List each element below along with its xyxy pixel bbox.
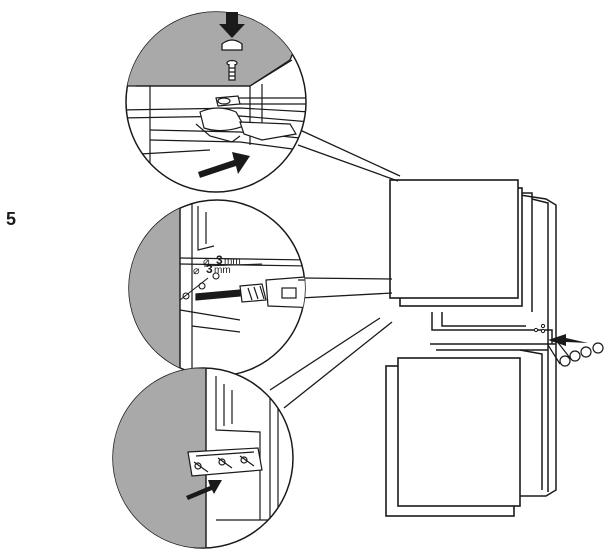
lower-door-panel <box>385 357 521 517</box>
screw-direction-arrow-icon <box>548 334 588 346</box>
hinge-screws <box>547 339 604 367</box>
diameter-value-top: 3 <box>216 253 223 267</box>
diameter-symbol-bottom: ⌀ <box>193 265 200 277</box>
detail-circle-bottom <box>112 367 294 549</box>
leader-lines <box>269 129 401 409</box>
step-number: 5 <box>6 209 17 229</box>
hinge-holes <box>533 323 546 334</box>
down-arrow-icon <box>219 12 245 38</box>
diameter-value-bottom: 3 <box>206 262 213 276</box>
detail-circle-top <box>125 11 307 193</box>
push-arrow-bottom-icon <box>186 480 222 500</box>
detail-circle-middle: ⌀ 3 mm ⌀ 3 mm <box>128 199 306 377</box>
diameter-unit-top: mm <box>224 256 241 267</box>
diameter-unit-bottom: mm <box>214 265 231 276</box>
appliance-cabinet <box>430 192 557 497</box>
push-arrow-icon <box>195 152 250 181</box>
diameter-symbol-top: ⌀ <box>203 256 210 268</box>
upper-door-panel <box>389 179 523 307</box>
